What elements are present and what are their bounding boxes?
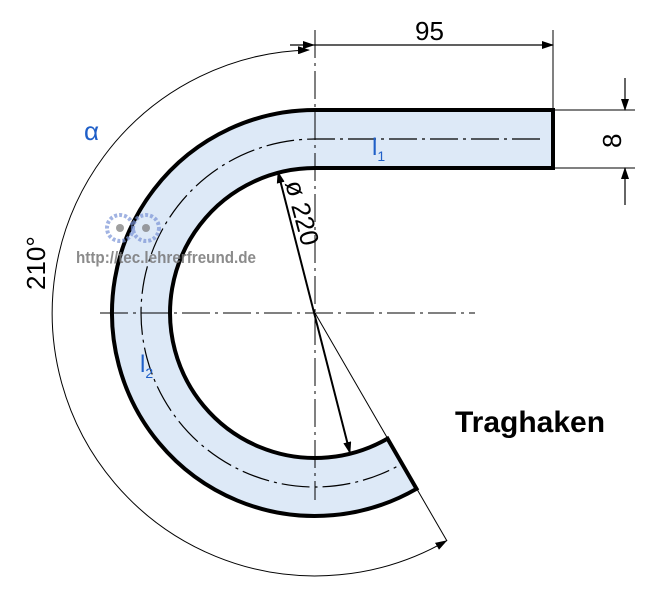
drawing-title: Traghaken: [455, 406, 605, 439]
angle-label: 210°: [21, 236, 51, 290]
l2-label: l2: [140, 351, 153, 381]
angle-arc: [51, 46, 448, 577]
dim-8-label: 8: [597, 134, 627, 148]
alpha-label: α: [84, 116, 99, 146]
watermark-text: http://tec.lehrerfreund.de: [76, 248, 256, 267]
dim-95-label: 95: [415, 16, 444, 46]
diameter-label: ø 220: [279, 177, 325, 249]
watermark-logo: [105, 213, 161, 243]
l1-label: l1: [372, 134, 385, 164]
